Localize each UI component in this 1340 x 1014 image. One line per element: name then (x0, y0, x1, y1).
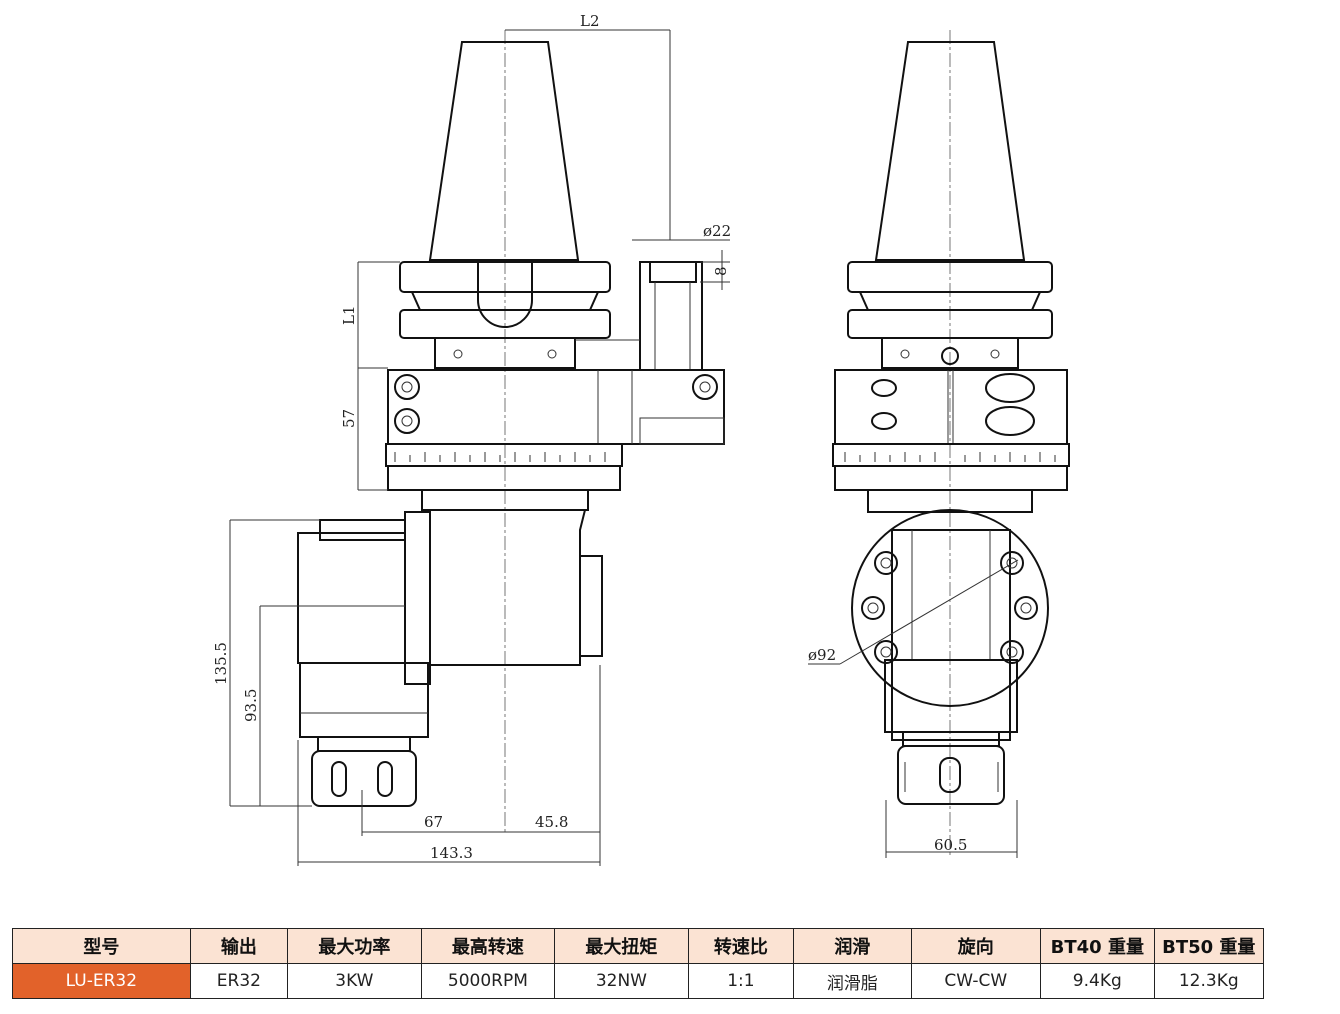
cell-lubrication: 润滑脂 (793, 963, 912, 999)
cell-model: LU-ER32 (12, 963, 191, 999)
cell-bt40-weight: 9.4Kg (1040, 963, 1155, 999)
dim-57: 57 (340, 409, 358, 428)
dim-d22: ø22 (703, 222, 731, 240)
header-max-torque: 最大扭矩 (554, 928, 689, 964)
cell-speed-ratio: 1:1 (687, 963, 795, 999)
header-bt50-weight: BT50 重量 (1153, 928, 1265, 964)
cell-max-torque: 32NW (554, 963, 689, 999)
header-lubrication: 润滑 (793, 928, 912, 964)
dim-45-8: 45.8 (535, 813, 568, 831)
dim-93-5: 93.5 (242, 689, 260, 722)
table-header-row: 型号 输出 最大功率 最高转速 最大扭矩 转速比 润滑 旋向 BT40 重量 B… (12, 928, 1265, 964)
dim-135-5: 135.5 (212, 642, 230, 685)
header-model: 型号 (12, 928, 191, 964)
dim-l2: L2 (580, 12, 600, 30)
header-speed-ratio: 转速比 (687, 928, 795, 964)
cell-output: ER32 (189, 963, 289, 999)
header-max-power: 最大功率 (287, 928, 422, 964)
header-output: 输出 (189, 928, 289, 964)
spec-table: 型号 输出 最大功率 最高转速 最大扭矩 转速比 润滑 旋向 BT40 重量 B… (12, 928, 1265, 999)
header-rotation: 旋向 (910, 928, 1042, 964)
technical-drawing: L2 ø22 8 L1 57 135.5 93.5 67 45.8 143.3 … (212, 12, 1070, 866)
header-bt40-weight: BT40 重量 (1040, 928, 1155, 964)
header-max-speed: 最高转速 (420, 928, 556, 964)
dim-8: 8 (712, 266, 730, 276)
dim-d92: ø92 (808, 646, 836, 664)
cell-bt50-weight: 12.3Kg (1153, 963, 1265, 999)
dim-l1: L1 (340, 305, 358, 325)
cell-rotation: CW-CW (910, 963, 1042, 999)
front-view-dimensions (808, 559, 1019, 858)
dim-67: 67 (424, 813, 443, 831)
front-view (832, 30, 1070, 855)
side-view-dimensions (229, 29, 730, 866)
side-view (297, 30, 725, 835)
cell-max-speed: 5000RPM (420, 963, 556, 999)
cell-max-power: 3KW (287, 963, 422, 999)
table-row: LU-ER32 ER32 3KW 5000RPM 32NW 1:1 润滑脂 CW… (12, 963, 1265, 999)
dim-60-5: 60.5 (934, 836, 967, 854)
dim-143-3: 143.3 (430, 844, 473, 862)
